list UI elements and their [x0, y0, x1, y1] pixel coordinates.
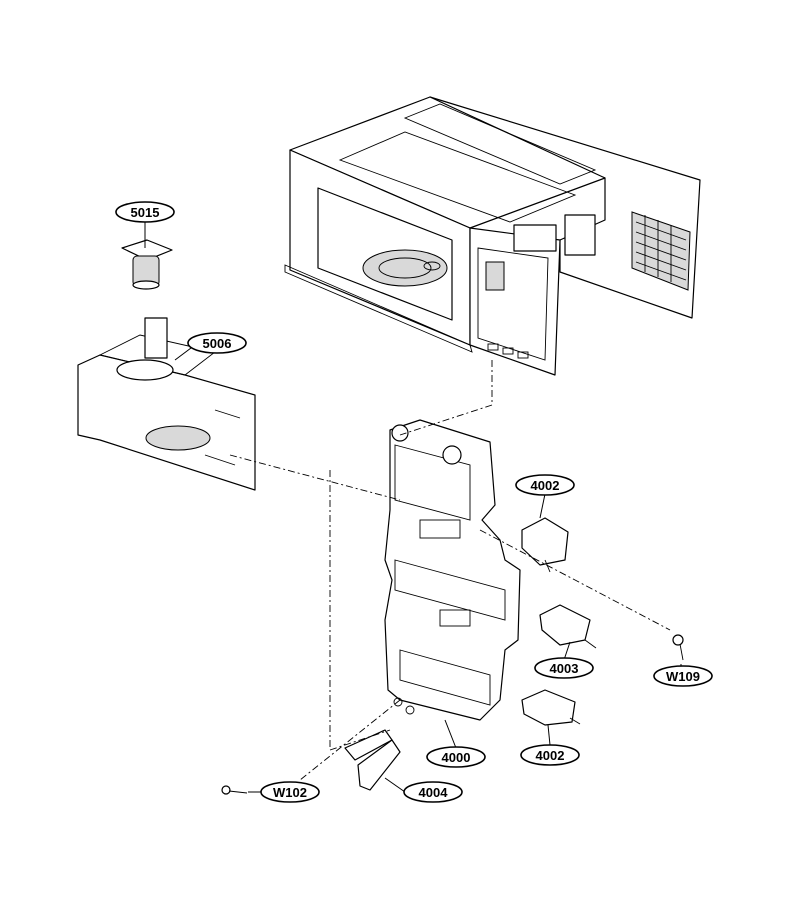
- callout-4004-text: 4004: [419, 785, 449, 800]
- callout-w102-text: W102: [273, 785, 307, 800]
- assembly-lines: [229, 360, 671, 781]
- callout-w109-text: W109: [666, 669, 700, 684]
- screw-w102: [221, 785, 248, 795]
- callout-4000-text: 4000: [442, 750, 471, 765]
- callout-4002-upper: 4002: [515, 474, 575, 496]
- callout-5006-text: 5006: [203, 336, 232, 351]
- air-duct-part: [77, 317, 256, 491]
- callout-5015-text: 5015: [131, 205, 160, 220]
- callout-4004: 4004: [403, 781, 463, 803]
- callout-5015: 5015: [115, 201, 175, 223]
- door-lever-part: [344, 729, 401, 791]
- callout-w102: W102: [260, 781, 320, 803]
- latch-board-part: [384, 419, 521, 721]
- screw-w109: [672, 634, 684, 661]
- callout-w109: W109: [653, 665, 713, 687]
- callout-4002-lower-text: 4002: [536, 748, 565, 763]
- callout-4000: 4000: [426, 746, 486, 768]
- micro-switch-4003: [539, 604, 597, 649]
- callout-4003: 4003: [534, 657, 594, 679]
- micro-switch-4002-upper: [521, 517, 569, 573]
- micro-switch-4002-lower: [521, 689, 581, 726]
- callout-4003-text: 4003: [550, 661, 579, 676]
- callout-4002-upper-text: 4002: [531, 478, 560, 493]
- callout-4002-lower: 4002: [520, 744, 580, 766]
- oven-cabinet: [284, 96, 701, 376]
- lamp-part: [121, 239, 173, 290]
- callout-5006: 5006: [187, 332, 247, 354]
